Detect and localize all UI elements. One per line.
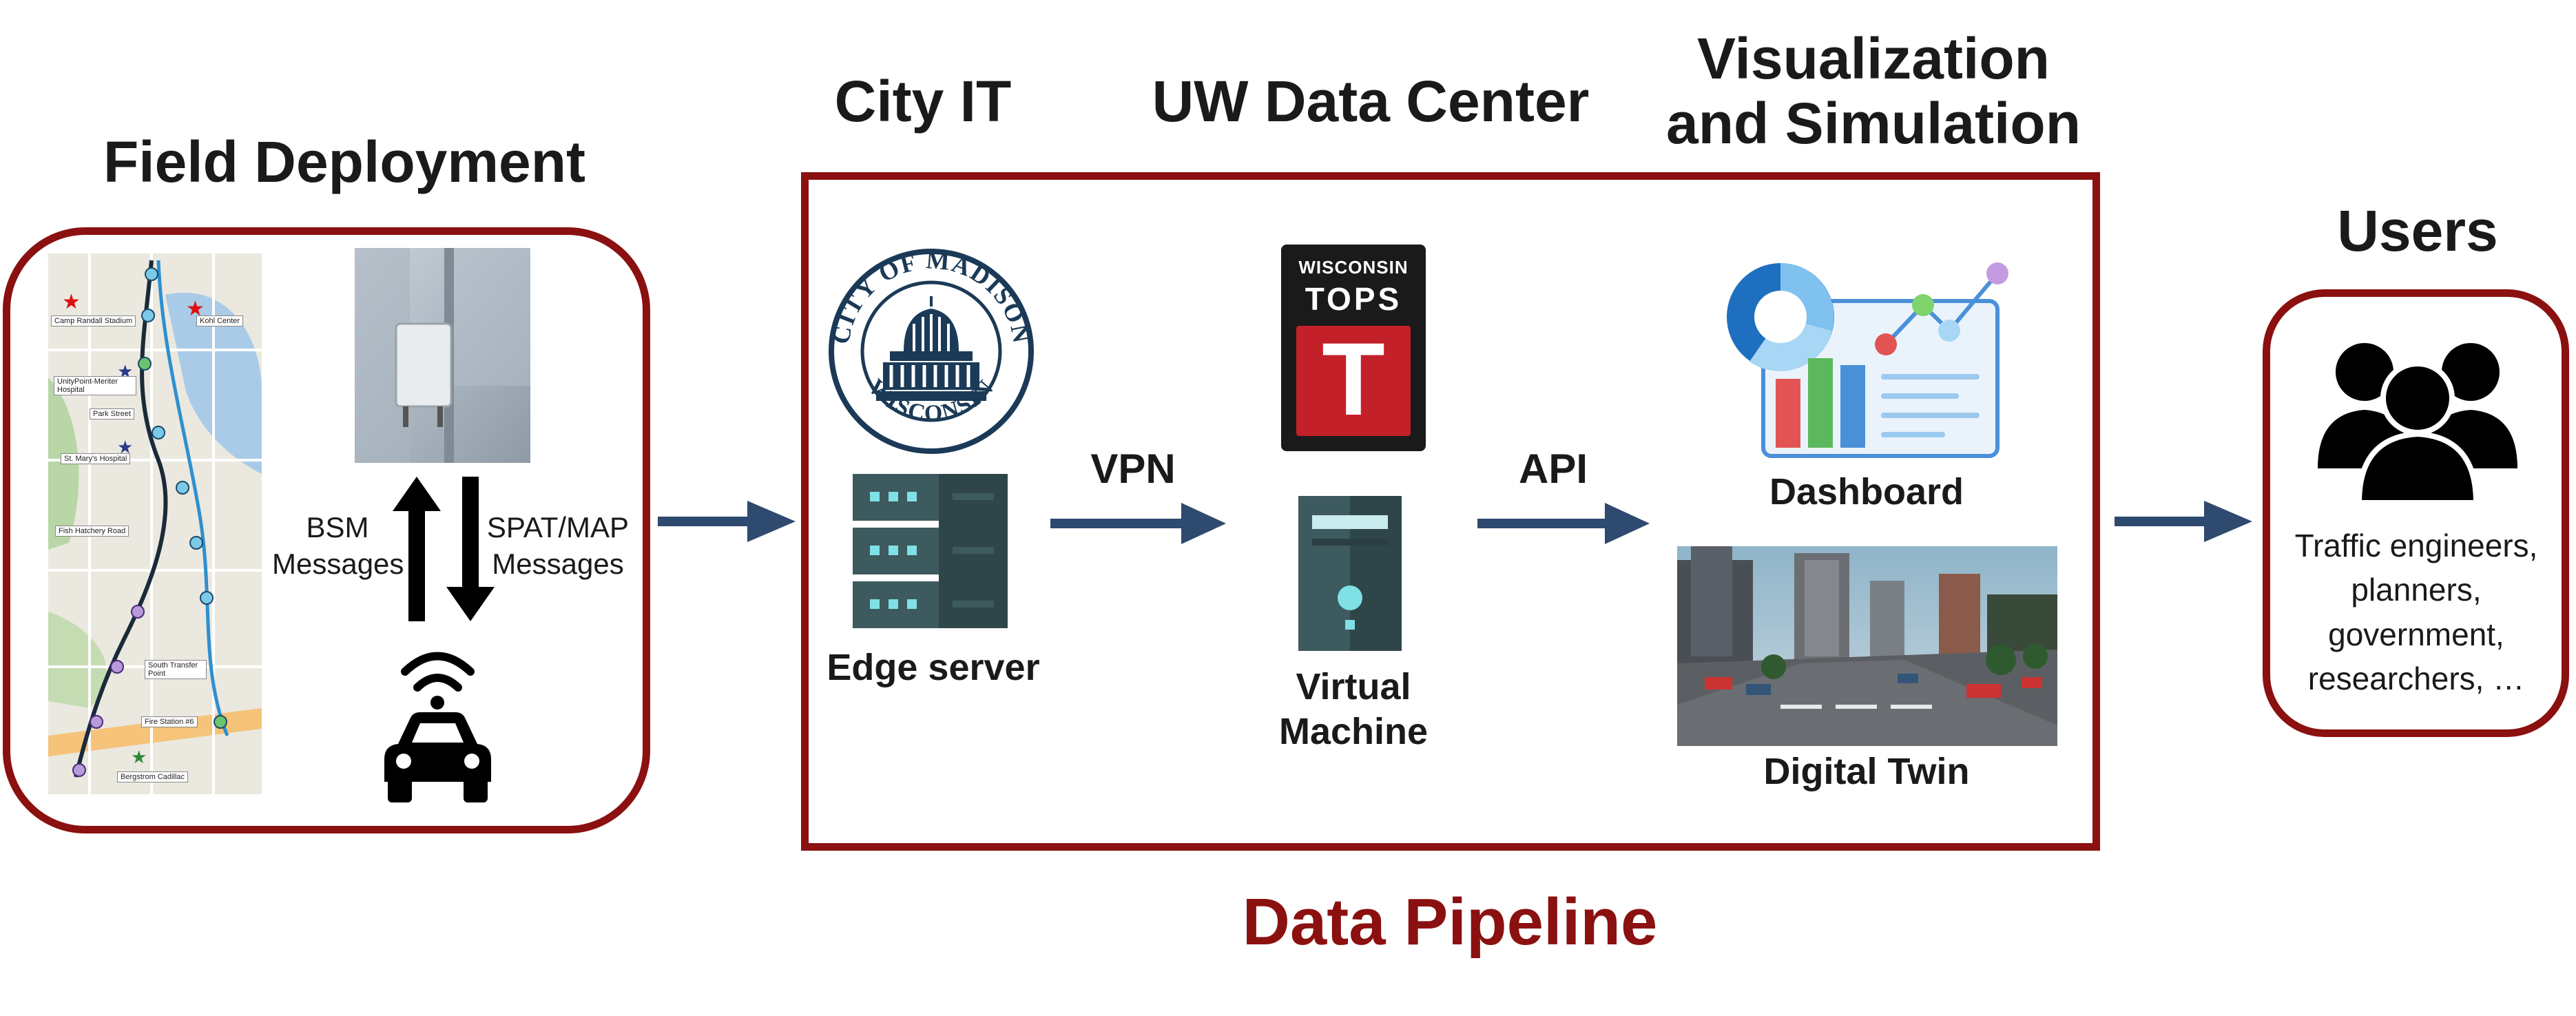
- digital-twin-graphic: [1677, 546, 2057, 746]
- users-line-2: planners,: [2351, 572, 2482, 608]
- users-heading: Users: [2337, 198, 2498, 263]
- bsm-messages-label: BSM Messages: [272, 510, 404, 582]
- virtual-machine-line1: Virtual: [1296, 666, 1411, 707]
- visualization-heading-line2: and Simulation: [1665, 91, 2081, 156]
- roadside-unit-photo: [355, 248, 530, 463]
- connected-car-icon: [384, 652, 491, 802]
- users-line-1: Traffic engineers,: [2294, 528, 2538, 563]
- map-label-south-transfer: South Transfer Point: [145, 660, 207, 679]
- visualization-heading: Visualization and Simulation: [1639, 26, 2108, 156]
- arrow-field-to-pipeline: [658, 501, 796, 542]
- bsm-line2: Messages: [272, 547, 404, 580]
- tops-logo-top: WISCONSIN: [1298, 257, 1409, 278]
- api-label: API: [1518, 446, 1588, 492]
- bsm-line1: BSM: [306, 511, 369, 543]
- virtual-machine-label: Virtual Machine: [1250, 665, 1457, 754]
- route-map: ★ ★ ★ ★ ★ Camp Randall Stadium Kohl Cent…: [48, 253, 262, 794]
- wisconsin-tops-logo: WISCONSIN TOPS T: [1281, 245, 1426, 451]
- map-label-park-street: Park Street: [90, 408, 135, 419]
- virtual-machine-line2: Machine: [1278, 710, 1429, 752]
- data-pipeline-box: [801, 172, 2100, 851]
- map-label-camp-randall: Camp Randall Stadium: [51, 315, 136, 326]
- vpn-arrow: [1050, 503, 1226, 544]
- field-deployment-heading: Field Deployment: [103, 129, 586, 194]
- visualization-heading-line1: Visualization: [1697, 26, 2050, 91]
- map-label-kohl-center: Kohl Center: [196, 315, 244, 326]
- svg-text:★: ★: [117, 437, 133, 457]
- city-of-madison-seal: CITY OF MADISON WISCONSIN: [828, 248, 1035, 454]
- users-box: [2263, 289, 2569, 737]
- data-pipeline-title: Data Pipeline: [1242, 885, 1658, 959]
- tops-logo-t-block: T: [1296, 326, 1411, 436]
- uw-data-center-heading: UW Data Center: [1152, 69, 1590, 134]
- field-deployment-box: [3, 227, 650, 833]
- digital-twin-label: Digital Twin: [1763, 751, 1970, 792]
- city-it-heading: City IT: [834, 69, 1012, 134]
- dashboard-label: Dashboard: [1769, 471, 1964, 512]
- map-label-meriter: UnityPoint-Meriter Hospital: [54, 376, 136, 395]
- digital-twin-image: [1677, 546, 2057, 746]
- users-description: Traffic engineers, planners, government,…: [2272, 523, 2561, 701]
- vpn-label: VPN: [1090, 446, 1176, 492]
- users-line-4: researchers, …: [2307, 661, 2525, 697]
- arrow-pipeline-to-users: [2115, 501, 2252, 542]
- spat-map-messages-label: SPAT/MAP Messages: [482, 510, 634, 582]
- map-label-fire-station: Fire Station #6: [141, 716, 198, 727]
- svg-text:★: ★: [62, 291, 81, 313]
- spat-down-arrow: [446, 477, 495, 621]
- svg-text:★: ★: [131, 747, 147, 767]
- roadside-unit-graphic: [355, 248, 530, 463]
- bsm-up-arrow: [393, 477, 441, 621]
- api-arrow: [1477, 503, 1650, 544]
- edge-server-label: Edge server: [827, 647, 1040, 688]
- tops-logo-mid: TOPS: [1305, 281, 1402, 317]
- edge-server-icon: [853, 474, 1008, 628]
- map-label-fish-hatchery: Fish Hatchery Road: [55, 526, 129, 537]
- map-label-st-marys: St. Mary's Hospital: [61, 453, 131, 464]
- spat-line2: Messages: [492, 547, 624, 580]
- dashboard-icon: [1727, 262, 2008, 458]
- map-label-bergstrom: Bergstrom Cadillac: [117, 771, 188, 782]
- users-line-3: government,: [2328, 616, 2504, 652]
- spat-line1: SPAT/MAP: [486, 511, 630, 543]
- tops-logo-letter: T: [1322, 321, 1385, 437]
- virtual-machine-icon: [1298, 496, 1402, 651]
- route-map-graphic: ★ ★ ★ ★ ★: [48, 253, 262, 794]
- users-group-icon: [2318, 343, 2517, 503]
